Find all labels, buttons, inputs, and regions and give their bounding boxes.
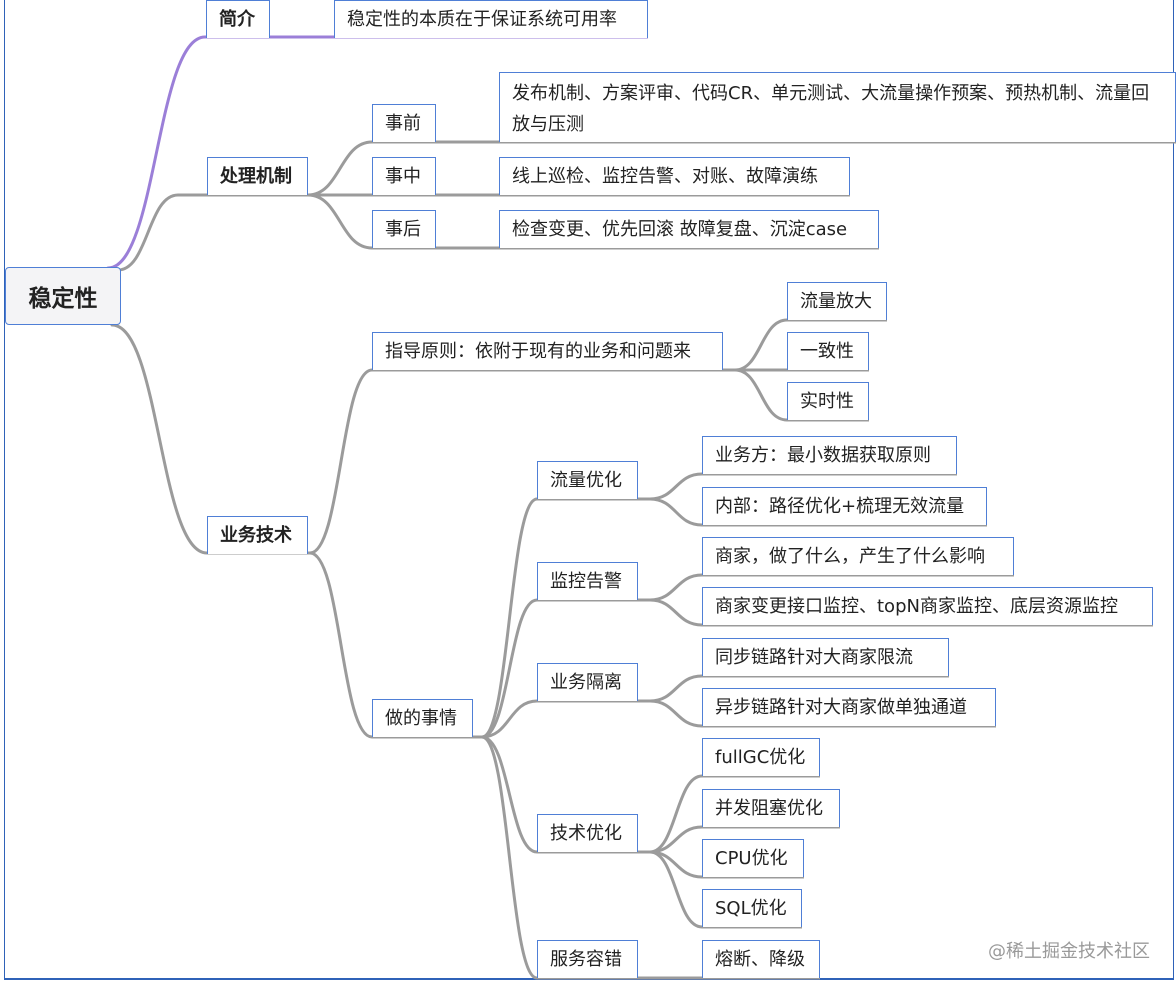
node-tech-item[interactable]: fullGC优化 [702,738,820,776]
node-after-text[interactable]: 检查变更、优先回滚 故障复盘、沉淀case [499,210,879,248]
node-before[interactable]: 事前 [372,104,436,142]
node-mechanism[interactable]: 处理机制 [207,157,308,195]
node-principle[interactable]: 指导原则：依附于现有的业务和问题来 [372,332,723,370]
node-principle-item[interactable]: 一致性 [787,332,869,370]
connector-todo-monitor [480,598,539,739]
node-monitor[interactable]: 监控告警 [537,562,638,600]
node-todo[interactable]: 做的事情 [372,699,473,737]
connector-todo-isolation [480,699,539,739]
node-principle-item[interactable]: 流量放大 [787,282,887,320]
node-during-text[interactable]: 线上巡检、监控告警、对账、故障演练 [499,157,850,195]
node-isolation[interactable]: 业务隔离 [537,663,638,701]
connector-todo-tech [480,735,539,854]
node-traffic[interactable]: 流量优化 [537,461,638,499]
node-fault[interactable]: 服务容错 [537,940,638,978]
connector-item [648,850,704,929]
connector-todo-fault [480,735,539,980]
node-tech[interactable]: 技术优化 [537,814,638,852]
connector-item [648,774,704,854]
connector-business-principle [308,368,374,555]
node-fault-item[interactable]: 熔断、降级 [702,940,820,978]
node-tech-item[interactable]: SQL优化 [702,889,802,927]
root-node[interactable]: 稳定性 [5,267,121,325]
node-principle-item[interactable]: 实时性 [787,382,869,420]
connector-item [648,699,704,728]
connector-todo-traffic [480,497,539,739]
node-during[interactable]: 事中 [372,157,436,195]
node-isolation-item[interactable]: 异步链路针对大商家做单独通道 [702,688,996,726]
connector-root-intro [106,35,207,270]
node-tech-item[interactable]: CPU优化 [702,839,804,877]
node-intro[interactable]: 简介 [206,0,270,38]
connector-principle-item [733,318,789,372]
connector-principle-item [733,368,789,422]
connector-mechanism-after [306,193,374,250]
node-before-text[interactable]: 发布机制、方案评审、代码CR、单元测试、大流量操作预案、预热机制、流量回放与压测 [499,72,1176,142]
connector-item [648,573,704,602]
node-after[interactable]: 事后 [372,210,436,248]
watermark: @稀土掘金技术社区 [988,941,1150,962]
connector-mechanism-before [306,140,374,197]
node-traffic-item[interactable]: 内部：路径优化+梳理无效流量 [702,487,987,525]
node-monitor-item[interactable]: 商家变更接口监控、topN商家监控、底层资源监控 [702,587,1153,625]
node-monitor-item[interactable]: 商家，做了什么，产生了什么影响 [702,537,1014,575]
connector-business-todo [308,551,374,739]
connector-item [648,674,704,703]
connector-item [648,598,704,627]
node-traffic-item[interactable]: 业务方：最小数据获取原则 [702,436,957,474]
node-intro-text[interactable]: 稳定性的本质在于保证系统可用率 [334,0,648,38]
connector-item [648,497,704,527]
node-tech-item[interactable]: 并发阻塞优化 [702,789,840,827]
node-isolation-item[interactable]: 同步链路针对大商家限流 [702,638,949,676]
connector-item [648,472,704,501]
node-business[interactable]: 业务技术 [207,516,308,554]
connector-root-business [110,323,209,555]
connector-root-mechanism [116,193,180,272]
